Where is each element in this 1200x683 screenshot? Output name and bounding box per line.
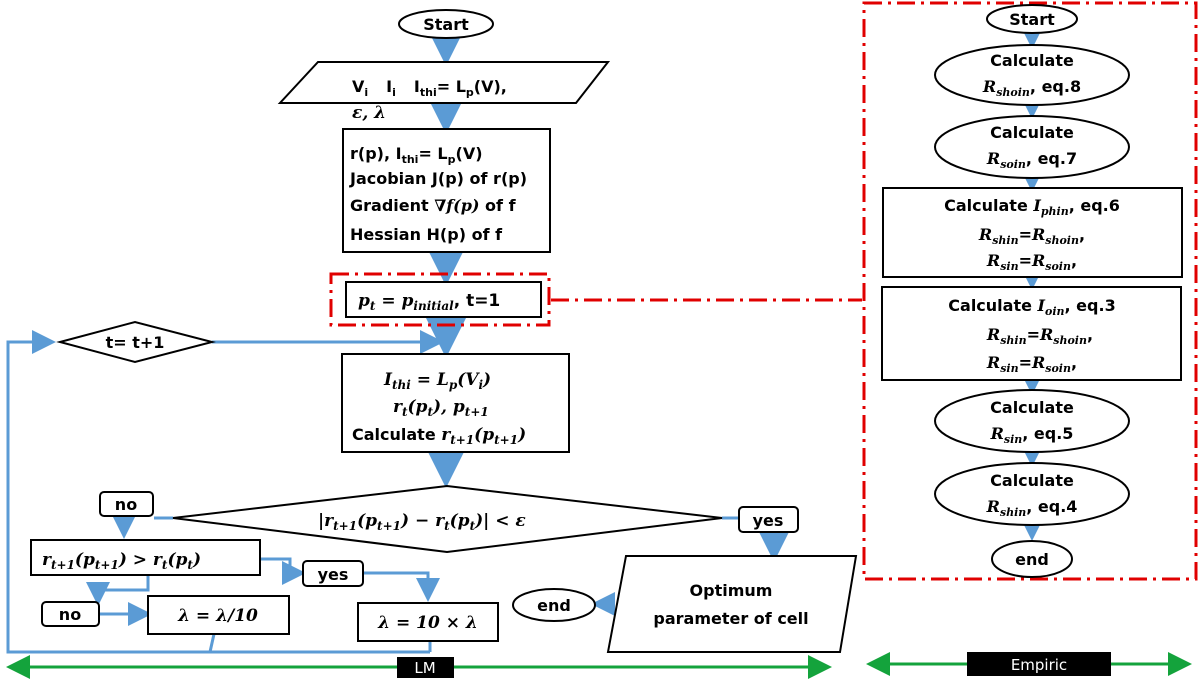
init-line-3: Gradient ∇f(p) of f — [350, 196, 517, 215]
condition-diamond: |rt+1(pt+1) − rt(pt)| < ε — [172, 484, 723, 554]
yes-label-2: yes — [302, 560, 364, 587]
svg-text:Rshin=Rshoin,: Rshin=Rshoin, — [978, 225, 1085, 247]
empiric-label: Empiric — [1011, 656, 1067, 674]
lm-label: LM — [414, 659, 435, 677]
svg-text:Calculate: Calculate — [990, 398, 1074, 417]
arrow-yes-to-lambda-mul — [364, 571, 440, 602]
pinit-box: pt = pinitial, t=1 — [345, 281, 542, 318]
svg-text:Calculate: Calculate — [990, 471, 1074, 490]
empiric-start-node: Start — [986, 4, 1078, 34]
lm-span-arrow: LM — [6, 655, 832, 679]
lambda-div-box: λ = λ/10 — [147, 595, 290, 635]
lm-start-label: Start — [423, 15, 469, 34]
increment-diamond: t= t+1 — [56, 320, 216, 364]
svg-text:Rshin=Rshoin,: Rshin=Rshoin, — [986, 325, 1093, 347]
svg-text:Rsin, eq.5: Rsin, eq.5 — [990, 424, 1074, 446]
rsin-ellipse: Calculate Rsin, eq.5 — [934, 389, 1130, 453]
svg-text:parameter of cell: parameter of cell — [653, 609, 808, 628]
svg-text:no: no — [115, 495, 137, 514]
no-label-2: no — [41, 601, 100, 627]
update-line-3: Calculate rt+1(pt+1) — [352, 425, 526, 447]
svg-text:Start: Start — [1009, 10, 1055, 29]
pinit-highlight-frame — [329, 272, 551, 327]
svg-text:no: no — [59, 605, 81, 624]
update-line-2: rt(pt), pt+1 — [393, 397, 489, 419]
rshoin-ellipse: Calculate Rshoin, eq.8 — [934, 44, 1130, 106]
empiric-end-node: end — [991, 540, 1073, 578]
lambda-mul-box: λ = 10 × λ — [357, 602, 499, 642]
lambda-mul-label: λ = 10 × λ — [377, 613, 478, 633]
optimum-parallelogram: Optimum parameter of cell — [606, 555, 858, 653]
init-line-2: Jacobian J(p) of r(p) — [349, 169, 527, 188]
svg-text:Rsoin, eq.7: Rsoin, eq.7 — [986, 149, 1077, 171]
update-box: Ithi = Lp(Vi) rt(pt), pt+1 Calculate rt+… — [341, 353, 570, 453]
svg-text:Rsin=Rsoin,: Rsin=Rsoin, — [986, 251, 1077, 273]
init-line-1: r(p), Ithi= Lp(V) — [350, 144, 483, 166]
pinit-label: pt = pinitial, t=1 — [358, 291, 500, 313]
svg-text:Rshin, eq.4: Rshin, eq.4 — [986, 497, 1078, 519]
no-label-1: no — [99, 491, 154, 517]
condition-label: |rt+1(pt+1) − rt(pt)| < ε — [318, 511, 526, 533]
svg-text:Rsin=Rsoin,: Rsin=Rsoin, — [986, 353, 1077, 375]
arrow-compare-to-no — [86, 575, 150, 606]
rsoin-ellipse: Calculate Rsoin, eq.7 — [934, 115, 1130, 179]
increment-label: t= t+1 — [106, 333, 165, 352]
svg-text:Optimum: Optimum — [690, 581, 773, 600]
empiric-frame — [862, 1, 1198, 581]
ioin-box: Calculate Ioin, eq.3 Rshin=Rshoin, Rsin=… — [881, 286, 1182, 381]
svg-text:Calculate Iphin, eq.6: Calculate Iphin, eq.6 — [944, 196, 1120, 218]
svg-text:Rshoin, eq.8: Rshoin, eq.8 — [982, 77, 1081, 99]
init-box: r(p), Ithi= Lp(V) Jacobian J(p) of r(p) … — [342, 128, 551, 253]
empiric-span-arrow: Empiric — [866, 652, 1192, 676]
svg-text:yes: yes — [318, 565, 349, 584]
svg-text:end: end — [1015, 550, 1049, 569]
lm-start-node: Start — [398, 9, 494, 39]
update-line-1: Ithi = Lp(Vi) — [383, 370, 491, 392]
lambda-div-label: λ = λ/10 — [177, 606, 258, 626]
arrow-compare-to-yes — [260, 557, 306, 585]
lm-end-node: end — [512, 588, 596, 622]
lm-connectors — [6, 26, 794, 654]
svg-text:Calculate Ioin, eq.3: Calculate Ioin, eq.3 — [948, 296, 1115, 318]
line-lambda-div-down — [208, 633, 216, 653]
svg-text:Calculate: Calculate — [990, 123, 1074, 142]
yes-label-1: yes — [738, 506, 799, 533]
compare-box: rt+1(pt+1) > rt(pt) — [30, 539, 261, 576]
init-line-4: Hessian H(p) of f — [350, 225, 503, 244]
compare-label: rt+1(pt+1) > rt(pt) — [42, 550, 201, 572]
arrow-loop-to-increment — [6, 330, 430, 654]
rshin-ellipse: Calculate Rshin, eq.4 — [934, 462, 1130, 526]
svg-text:Calculate: Calculate — [990, 51, 1074, 70]
input-epsilon-lambda: ε, λ — [352, 103, 386, 123]
svg-text:yes: yes — [753, 511, 784, 530]
svg-text:end: end — [537, 596, 571, 615]
iphin-box: Calculate Iphin, eq.6 Rshin=Rshoin, Rsin… — [882, 187, 1183, 278]
